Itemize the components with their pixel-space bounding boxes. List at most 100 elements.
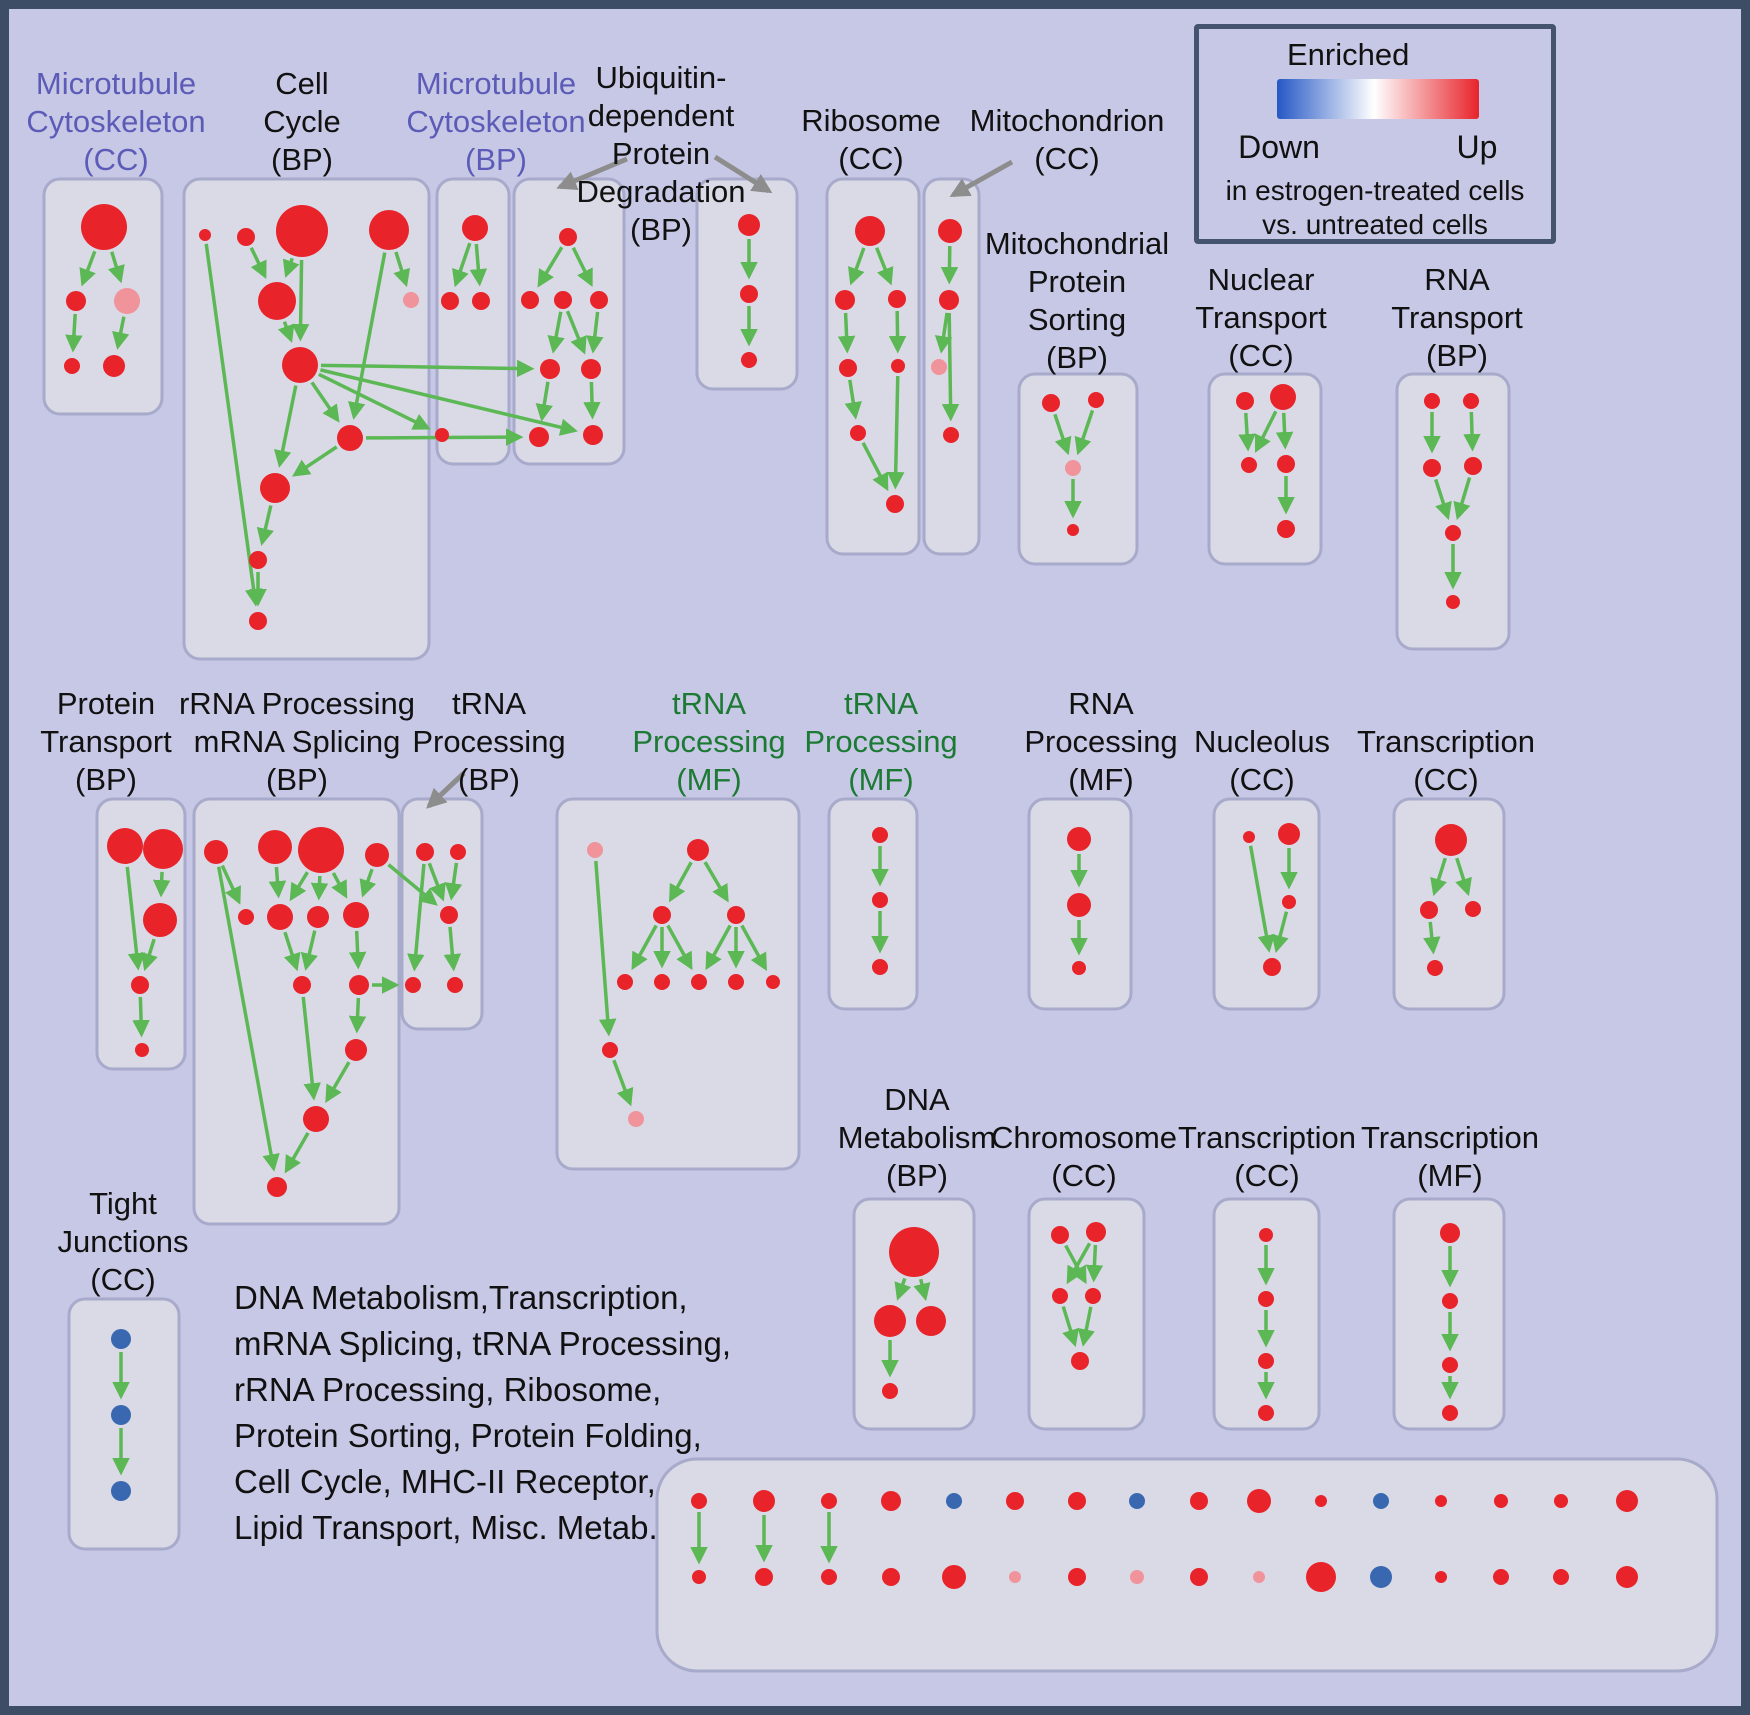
legend-gradient-bar [1277, 79, 1479, 119]
go-node-mc_cc-3 [64, 358, 80, 374]
edge-arrow [1066, 1242, 1092, 1285]
go-node-rna_transport-1 [1463, 393, 1479, 409]
strip-node-top-3 [881, 1491, 901, 1511]
go-node-mito-2 [931, 359, 947, 375]
strip-node-top-10 [1315, 1495, 1327, 1507]
go-node-cell_cycle-5 [403, 292, 419, 308]
go-node-rrna_mrna-10 [345, 1039, 367, 1061]
edge-arrow [913, 1278, 931, 1302]
go-node-transcription_mf-0 [1440, 1223, 1460, 1243]
go-node-transcription_mf-3 [1442, 1405, 1458, 1421]
go-node-tight_junctions-1 [111, 1405, 131, 1425]
strip-node-bottom-13 [1493, 1569, 1509, 1585]
edge-arrow [320, 359, 535, 378]
strip-node-bottom-2 [821, 1569, 837, 1585]
go-node-rna_proc_mf-0 [1067, 827, 1091, 851]
edge-arrow [141, 938, 158, 972]
go-node-nucleolus-3 [1263, 958, 1281, 976]
go-node-dna_metab-2 [916, 1306, 946, 1336]
go-node-ubiq_bp-2 [554, 291, 572, 309]
go-node-rna_transport-2 [1423, 459, 1441, 477]
edge-arrow [669, 861, 693, 903]
legend-note-line2: vs. untreated cells [1262, 209, 1488, 240]
edge-arrow [268, 866, 287, 899]
strip-node-bottom-1 [755, 1568, 773, 1586]
go-node-transcription_mf-2 [1442, 1357, 1458, 1373]
go-node-mito_sort-3 [1067, 524, 1079, 536]
edge-arrow [1255, 410, 1278, 453]
strip-node-bottom-15 [1616, 1566, 1638, 1588]
cluster-label-rna_proc_mf: RNA Processing (MF) [1024, 686, 1178, 797]
go-node-rrna_mrna-9 [349, 975, 369, 995]
edge-arrow [443, 926, 462, 972]
edge-arrow [631, 924, 658, 971]
go-node-mc_cc-2 [114, 288, 140, 314]
go-node-transcription_cc_mid-1 [1420, 901, 1438, 919]
cluster-box-misc-strip [655, 1457, 1719, 1673]
go-node-rna_transport-0 [1424, 393, 1440, 409]
go-node-mc_bp-0 [462, 215, 488, 241]
go-node-cell_cycle-4 [258, 282, 296, 320]
edge-arrow [535, 381, 553, 422]
label-pointer-arrow-2 [949, 159, 1014, 198]
go-node-mc_cc-1 [66, 291, 86, 311]
go-node-protein_transport-2 [143, 903, 177, 937]
go-node-rrna_mrna-1 [258, 830, 292, 864]
edge-arrow [861, 441, 889, 492]
strip-node-top-4 [946, 1493, 962, 1509]
edge-arrow [256, 505, 274, 546]
legend: Enriched in... Down Up in estrogen-treat… [1194, 24, 1556, 244]
strip-node-bottom-6 [1068, 1568, 1086, 1586]
edge-arrow [844, 379, 862, 420]
go-node-cell_cycle-7 [337, 425, 363, 451]
cluster-label-trna_mf_small: tRNA Processing (MF) [804, 686, 958, 797]
go-node-ribosome-6 [886, 495, 904, 513]
go-node-cell_cycle-3 [369, 210, 409, 250]
cluster-label-rna_transport: RNA Transport (BP) [1391, 262, 1523, 373]
go-node-trna_mf_small-0 [872, 827, 888, 843]
edge-arrow [282, 257, 300, 278]
edge-arrow [79, 250, 97, 287]
go-node-transcription_cc_bot-2 [1258, 1353, 1274, 1369]
label-pointer-arrow-0 [556, 156, 628, 191]
go-node-protein_transport-4 [135, 1043, 149, 1057]
strip-node-top-1 [753, 1490, 775, 1512]
strip-node-bottom-10 [1306, 1562, 1336, 1592]
go-node-rna_transport-4 [1445, 525, 1461, 541]
edge-arrow [387, 863, 438, 906]
edge-arrow [565, 310, 587, 355]
strip-node-top-6 [1068, 1492, 1086, 1510]
edge-arrow [291, 259, 310, 342]
go-node-protein_transport-3 [131, 976, 149, 994]
go-node-transcription_cc_mid-2 [1465, 901, 1481, 917]
edge-arrow [320, 368, 578, 436]
strip-node-top-0 [691, 1493, 707, 1509]
edge-arrow [612, 1059, 634, 1107]
strip-node-bottom-14 [1553, 1569, 1569, 1585]
strip-node-top-12 [1435, 1495, 1447, 1507]
go-node-trna_bp-0 [416, 843, 434, 861]
go-node-dna_metab-3 [882, 1383, 898, 1399]
go-node-nuc_transport-0 [1236, 392, 1254, 410]
edge-arrow [941, 312, 960, 422]
go-node-rna_transport-3 [1464, 457, 1482, 475]
strip-node-bottom-12 [1435, 1571, 1447, 1583]
go-node-rrna_mrna-8 [293, 976, 311, 994]
strip-node-bottom-3 [882, 1568, 900, 1586]
edge-arrow [407, 863, 426, 972]
go-node-nucleolus-1 [1278, 823, 1300, 845]
go-node-cell_cycle-10 [249, 612, 267, 630]
go-node-protein_transport-1 [143, 829, 183, 869]
cluster-label-mito_sort: Mitochondrial Protein Sorting (BP) [984, 226, 1170, 375]
go-node-rrna_mrna-12 [267, 1177, 287, 1197]
strip-node-top-13 [1494, 1494, 1508, 1508]
go-node-cell_cycle-2 [276, 205, 328, 257]
go-node-trna_mf_large-2 [653, 906, 671, 924]
edge-arrow [284, 1132, 310, 1174]
cluster-label-transcription_cc_mid: Transcription (CC) [1356, 724, 1536, 797]
edge-arrow [705, 924, 732, 971]
strip-node-top-15 [1616, 1490, 1638, 1512]
edge-arrow [331, 872, 348, 899]
go-node-trna_bp-2 [440, 906, 458, 924]
edge-arrow [283, 931, 301, 972]
